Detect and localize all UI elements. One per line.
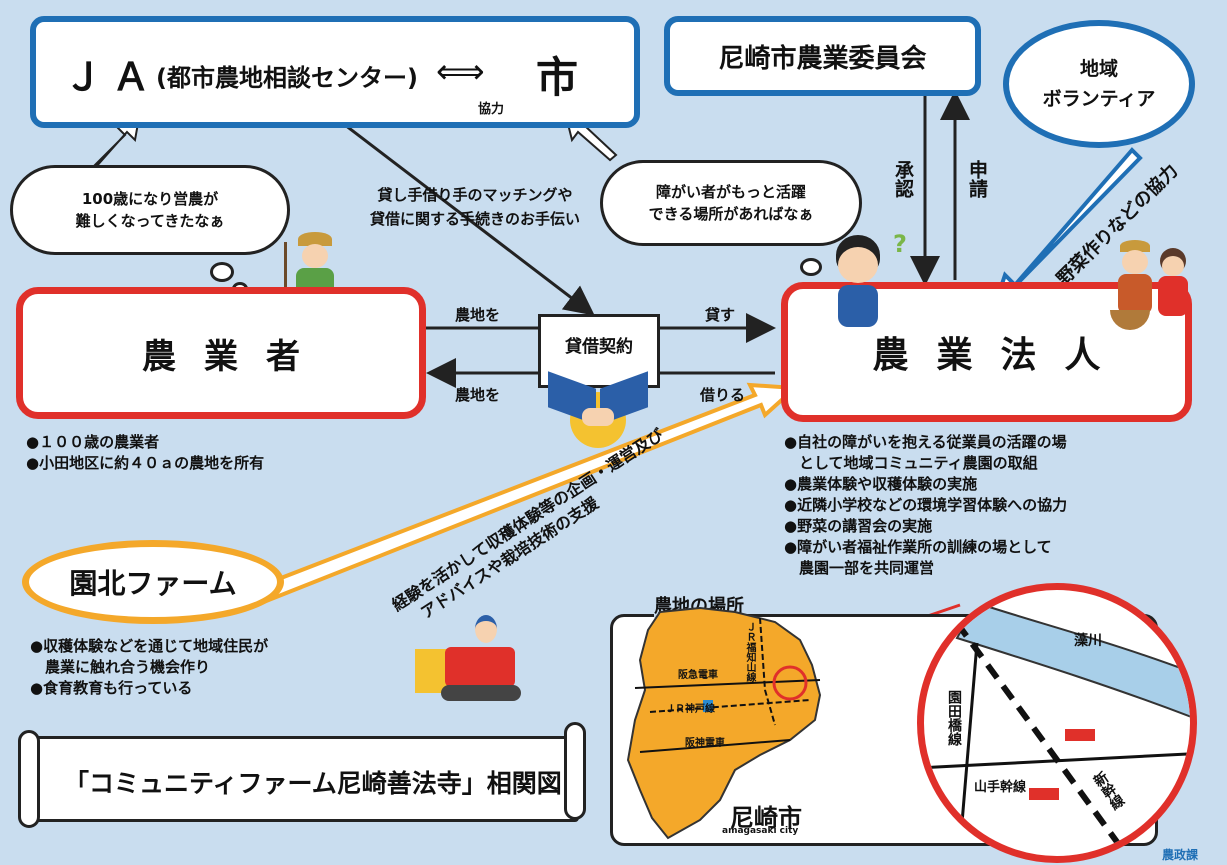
farmer-thought-cloud: 100歳になり営農が 難しくなってきたなぁ: [10, 165, 290, 255]
corp-note-2: として地域コミュニティ農園の取組: [784, 454, 1038, 472]
land-bottom-label: 農地を: [455, 386, 501, 404]
double-arrow-icon: ⟺: [436, 52, 485, 92]
ja-box: ＪＡ (都市農地相談センター) ⟺ 協力 市: [30, 16, 640, 128]
thought-bubble-dots-right: [800, 258, 822, 276]
sonokita-notes: ●収穫体験などを通じて地域住民が 農業に触れ合う機会作り ●食育教育も行っている: [30, 636, 268, 699]
contract-label: 貸借契約: [565, 336, 633, 357]
sonokita-note-1: ●収穫体験などを通じて地域住民が: [30, 637, 269, 655]
farmer-box: 農業者: [16, 287, 426, 419]
harvester-icon: [415, 615, 525, 705]
sonokita-label: 園北ファーム: [69, 567, 237, 600]
corporation-notes: ●自社の障がいを抱える従業員の活躍の場 として地域コミュニティ農園の取組 ●農業…: [784, 432, 1067, 579]
disabled-thought-line1: 障がい者がもっと活躍: [655, 183, 806, 201]
ja-to-contract-line: [344, 123, 595, 316]
city-roman-label: amagasaki city: [722, 826, 799, 836]
matching-line1: 貸し手借り手のマッチングや: [377, 186, 573, 204]
corporation-label: 農業法人: [872, 335, 1129, 376]
approve-label: 承認: [892, 160, 914, 198]
ja-label: ＪＡ: [64, 55, 161, 99]
sonokita-note-2: 農業に触れ合う機会作り: [30, 658, 211, 676]
river-label: 藻川: [1074, 633, 1102, 649]
handshake-icon: [548, 371, 648, 450]
sonokita-note-3: ●食育教育も行っている: [30, 679, 193, 697]
city-label: 市: [536, 53, 579, 102]
jr-kobe-label: ＪＲ神戸線: [665, 704, 715, 715]
sonodabashi-label: 園田橋線: [946, 690, 962, 746]
thought-bubble-dots: [210, 262, 234, 282]
family-farmers-icon: [1110, 238, 1200, 338]
farmer-thought-line1: 100歳になり営農が: [81, 190, 219, 208]
corp-note-3: ●農業体験や収穫体験の実施: [784, 475, 978, 493]
apply-label: 申請: [966, 160, 988, 198]
disabled-thought-line2: できる場所があればなぁ: [648, 205, 814, 223]
yamate-label: 山手幹線: [974, 776, 1027, 795]
corp-note-5: ●野菜の講習会の実施: [784, 517, 933, 535]
diagram-title: 「コミュニティファーム尼崎善法寺」相関図: [64, 769, 562, 798]
jr-fukuchiyama-label: ＪＲ福知山線: [744, 622, 755, 682]
matching-line2: 貸借に関する手続きのお手伝い: [369, 210, 580, 228]
committee-label: 尼崎市農業委員会: [718, 43, 927, 74]
farmer-notes: ●１００歳の農業者 ●小田地区に約４０ａの農地を所有: [26, 432, 264, 474]
matching-text: 貸し手借り手のマッチングや 貸借に関する手続きのお手伝い: [340, 183, 610, 231]
farmer-label: 農業者: [142, 336, 328, 377]
volunteer-line1: 地域: [1079, 58, 1118, 80]
support-arrow: [247, 382, 800, 608]
borrow-label: 借りる: [700, 386, 746, 404]
lend-label: 貸す: [705, 306, 736, 324]
consult-center-label: (都市農地相談センター): [156, 64, 418, 92]
hankyu-label: 阪急電車: [678, 670, 718, 681]
hanshin-label: 阪神電車: [685, 738, 725, 749]
worried-person-icon: [828, 235, 888, 330]
map-title: 農地の場所: [654, 592, 744, 618]
committee-box: 尼崎市農業委員会: [664, 16, 981, 96]
title-scroll: 「コミュニティファーム尼崎善法寺」相関図: [18, 722, 586, 832]
corp-note-6: ●障がい者福祉作業所の訓練の場として: [784, 538, 1052, 556]
sonokita-ellipse: 園北ファーム: [22, 540, 284, 624]
corp-note-4: ●近隣小学校などの環境学習体験への協力: [784, 496, 1068, 514]
corp-note-1: ●自社の障がいを抱える従業員の活躍の場: [784, 433, 1067, 451]
question-mark-icon: ?: [893, 230, 907, 258]
cooperation-label: 協力: [478, 102, 505, 117]
volunteer-ellipse: 地域 ボランティア: [1003, 20, 1195, 148]
disabled-thought-cloud: 障がい者がもっと活躍 できる場所があればなぁ: [600, 160, 862, 246]
farmer-note-1: ●１００歳の農業者: [26, 433, 160, 451]
zoom-circle: 藻川 園田橋線 山手幹線 新幹線: [917, 583, 1197, 863]
farmer-note-2: ●小田地区に約４０ａの農地を所有: [26, 454, 265, 472]
volunteer-line2: ボランティア: [1042, 88, 1156, 110]
farmer-thought-line2: 難しくなってきたなぁ: [75, 212, 225, 230]
land-top-label: 農地を: [455, 306, 501, 324]
city-map-label: 尼崎市: [730, 804, 802, 832]
corp-note-7: 農園一部を共同運営: [784, 559, 935, 577]
department-label: 農政課: [1162, 848, 1199, 862]
